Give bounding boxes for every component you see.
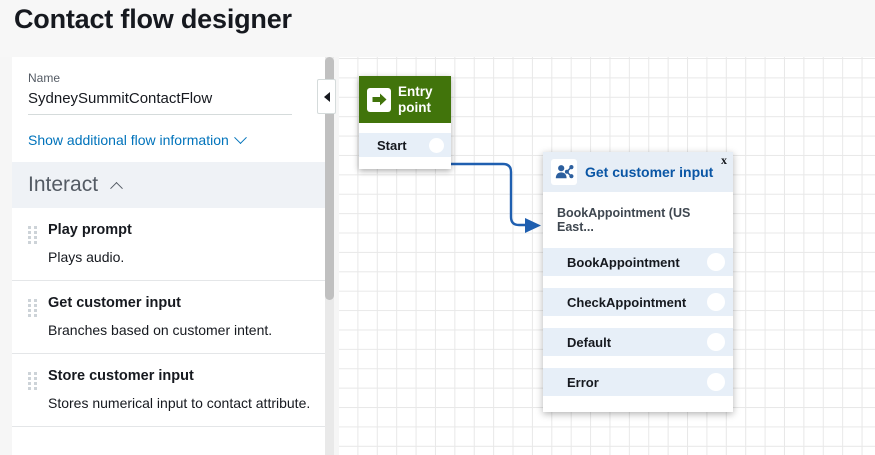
section-header-interact[interactable]: Interact — [12, 162, 330, 208]
chevron-up-icon[interactable] — [110, 181, 123, 195]
panel-scrollbar[interactable] — [325, 57, 334, 455]
section-title: Interact — [28, 173, 99, 196]
entry-point-body: Start — [359, 123, 451, 169]
port-row-start[interactable]: Start — [359, 133, 451, 157]
block-subtitle: BookAppointment (US East... — [557, 206, 691, 234]
show-additional-flow-information-label: Show additional flow information — [28, 132, 229, 148]
port-label: Default — [567, 334, 612, 350]
close-icon[interactable]: x — [721, 153, 727, 167]
connector-entry-to-block — [438, 162, 541, 233]
block-ports: BookAppointment CheckAppointment Default… — [543, 248, 733, 412]
left-panel: Name SydneySummitContactFlow Show additi… — [12, 57, 330, 455]
block-header: Get customer input x — [543, 152, 733, 192]
entry-point-title-line2: point — [398, 99, 431, 115]
entry-point-title: Entry point — [398, 84, 433, 114]
port-row-error[interactable]: Error — [543, 368, 733, 396]
list-item[interactable]: Store customer input Stores numerical in… — [12, 354, 330, 427]
port-label: CheckAppointment — [567, 294, 687, 310]
node-entry-point[interactable]: Entry point Start — [359, 76, 451, 169]
port-row-default[interactable]: Default — [543, 328, 733, 356]
triangle-left-icon — [323, 91, 330, 102]
port-dot[interactable] — [707, 253, 725, 271]
page-title: Contact flow designer — [14, 4, 292, 34]
port-row-checkappointment[interactable]: CheckAppointment — [543, 288, 733, 316]
entry-point-title-line1: Entry — [398, 84, 433, 100]
block-description: Branches based on customer intent. — [48, 322, 273, 338]
port-row-bookappointment[interactable]: BookAppointment — [543, 248, 733, 276]
chevron-down-icon — [233, 130, 247, 144]
customer-input-icon — [551, 159, 577, 185]
block-title: Get customer input — [48, 295, 181, 311]
name-label: Name — [28, 71, 61, 85]
scrollbar-thumb[interactable] — [325, 57, 334, 300]
drag-handle-icon[interactable] — [28, 372, 37, 390]
block-title: Play prompt — [48, 222, 132, 238]
block-title: Store customer input — [48, 368, 194, 384]
drag-handle-icon[interactable] — [28, 226, 37, 244]
list-item[interactable]: Play prompt Plays audio. — [12, 208, 330, 281]
drag-handle-icon[interactable] — [28, 299, 37, 317]
port-dot[interactable] — [707, 373, 725, 391]
arrow-head-icon — [525, 218, 541, 233]
page-header: Contact flow designer — [0, 0, 875, 57]
arrow-right-icon — [367, 87, 391, 112]
flow-canvas[interactable]: Entry point Start — [339, 57, 875, 455]
collapse-panel-button[interactable] — [317, 79, 336, 114]
node-get-customer-input[interactable]: Get customer input x BookAppointment (US… — [543, 152, 733, 412]
block-description: Plays audio. — [48, 249, 125, 265]
port-dot[interactable] — [429, 137, 444, 153]
entry-point-header: Entry point — [359, 76, 451, 123]
list-item[interactable]: Get customer input Branches based on cus… — [12, 281, 330, 354]
show-additional-flow-information-link[interactable]: Show additional flow information — [28, 130, 314, 148]
block-description: Stores numerical input to contact attrib… — [48, 395, 311, 411]
port-dot[interactable] — [707, 333, 725, 351]
port-label: BookAppointment — [567, 254, 680, 270]
flow-name-input[interactable]: SydneySummitContactFlow — [28, 90, 292, 115]
port-label: Start — [377, 137, 407, 153]
block-header-title: Get customer input — [585, 164, 714, 180]
flow-info-section: Name SydneySummitContactFlow Show additi… — [12, 57, 330, 148]
port-dot[interactable] — [707, 293, 725, 311]
port-label: Error — [567, 374, 599, 390]
